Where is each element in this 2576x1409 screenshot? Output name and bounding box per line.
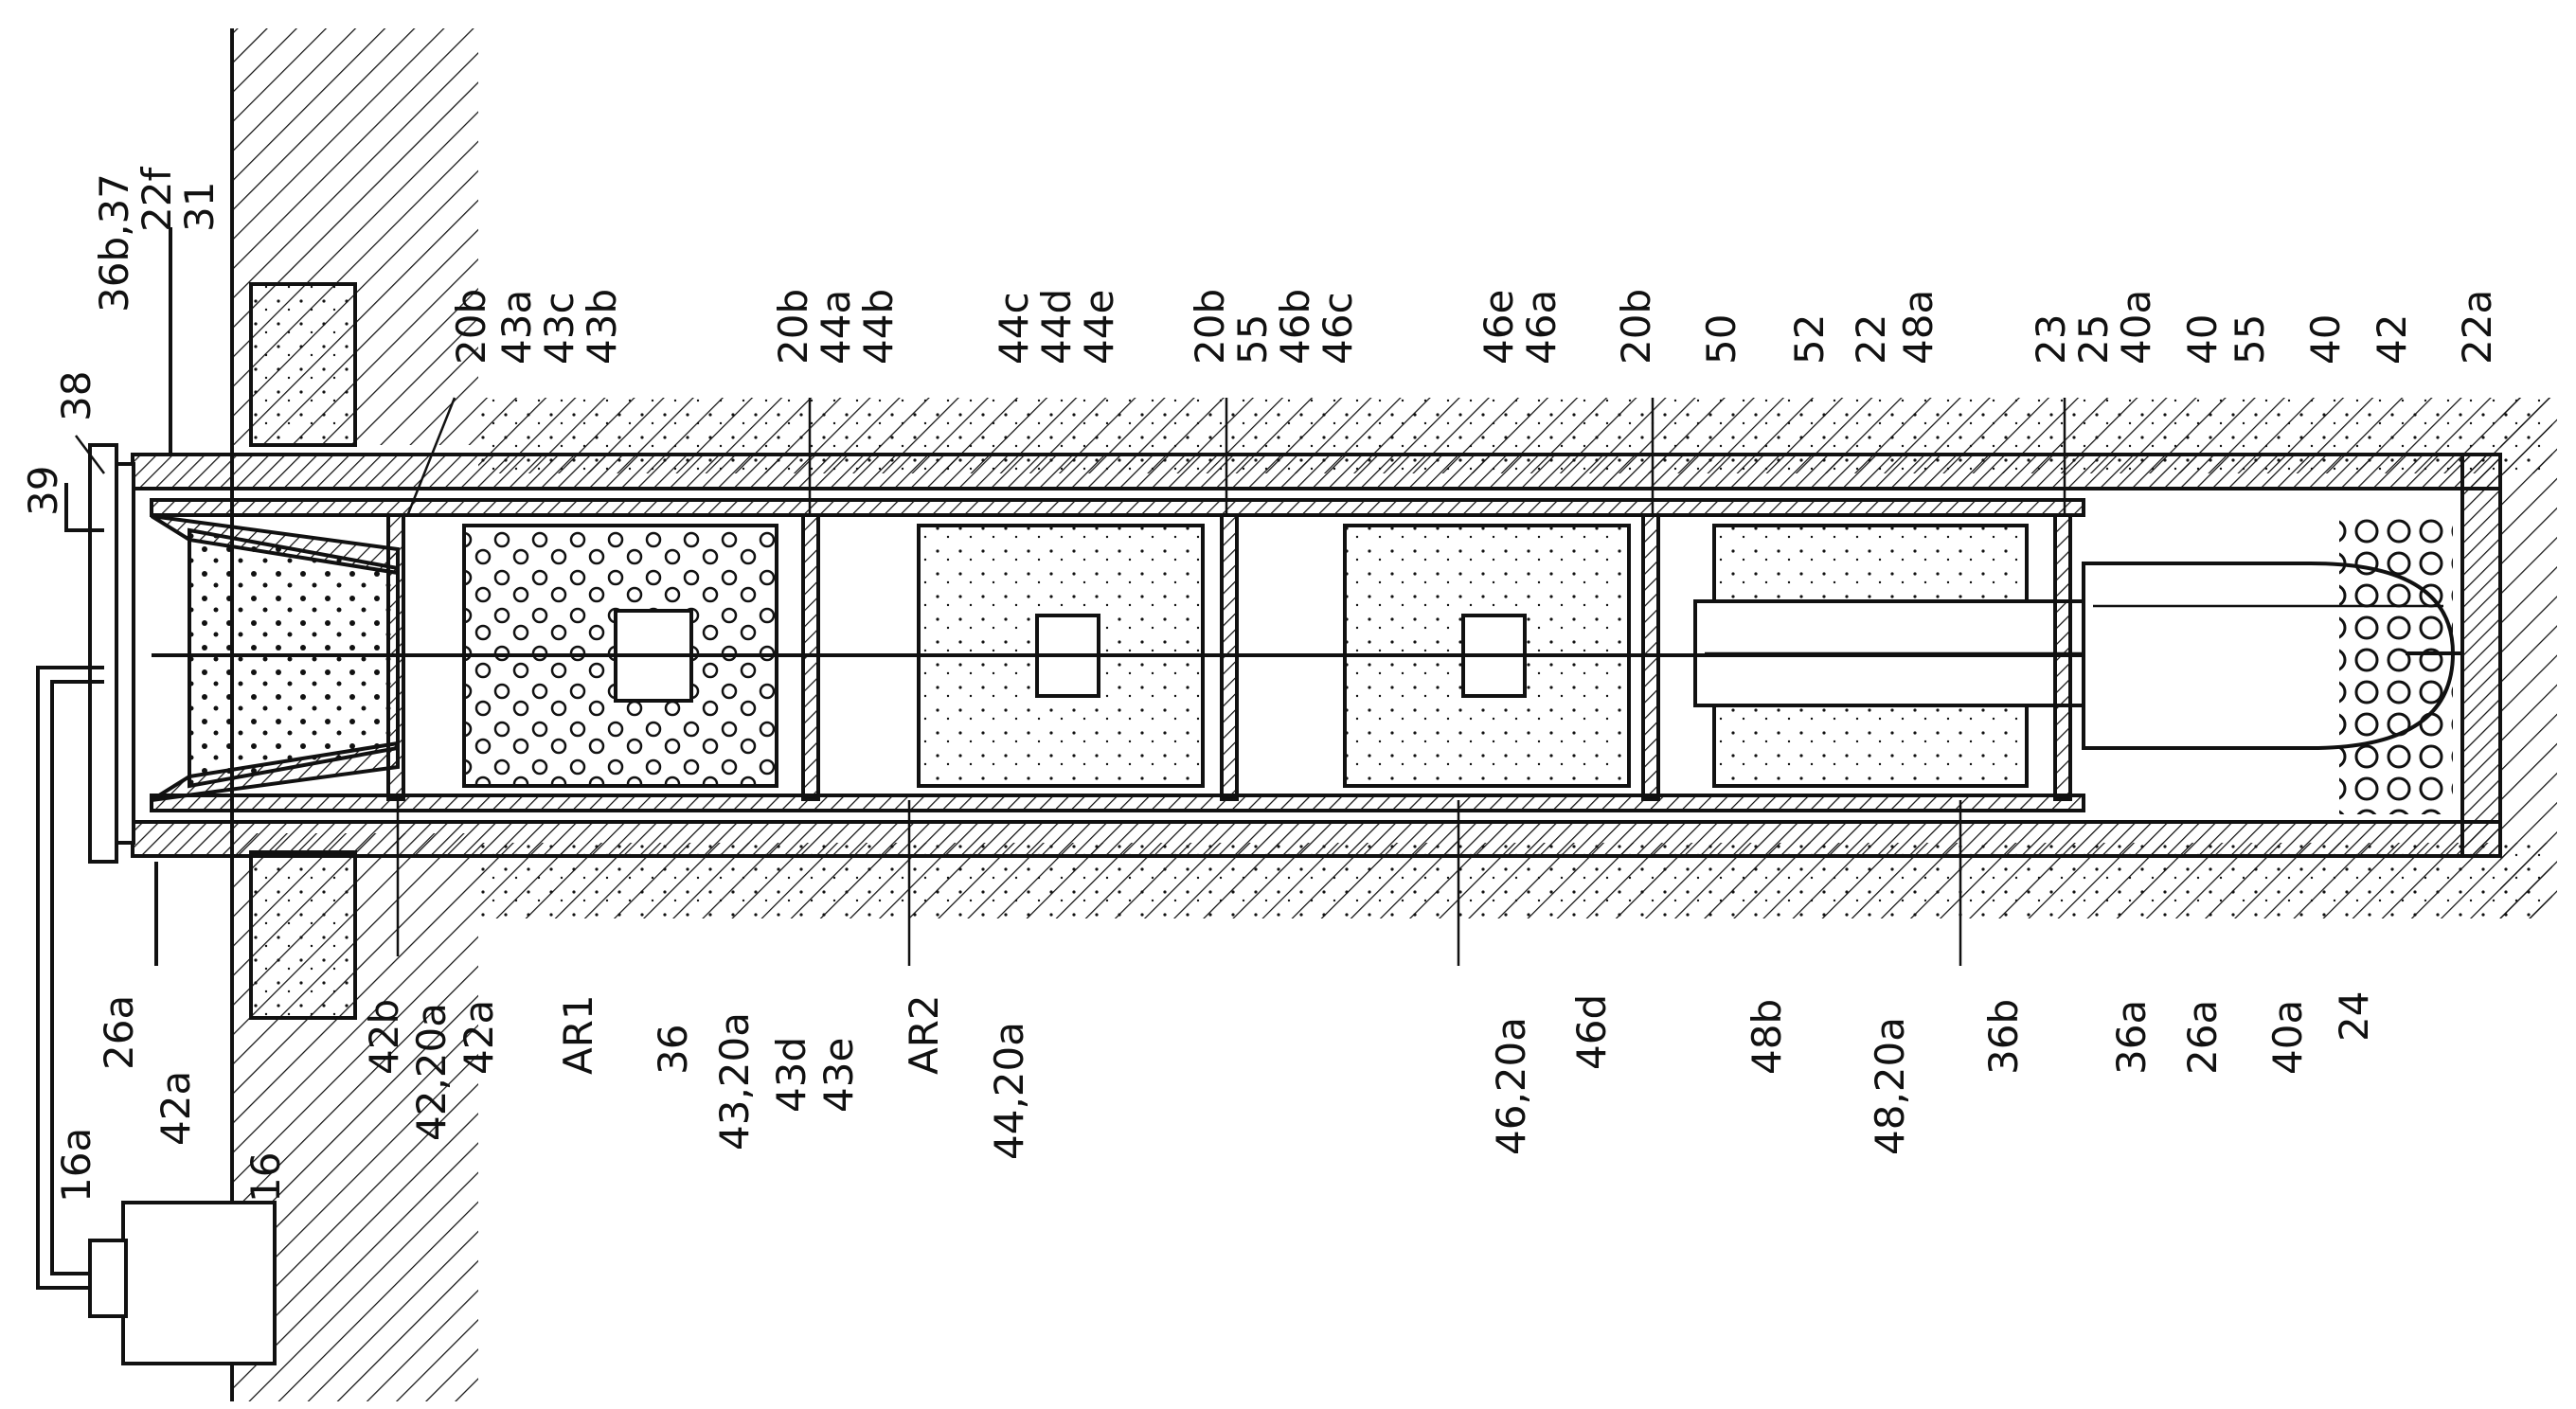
leader-top bbox=[405, 397, 456, 517]
label-AR1: AR1 bbox=[555, 994, 601, 1075]
tank-40 bbox=[2053, 511, 2462, 814]
label-46b: 46b bbox=[1272, 289, 1318, 365]
label-22a: 22a bbox=[2454, 290, 2500, 365]
leader-top bbox=[75, 435, 105, 474]
concrete-collar-bottom bbox=[249, 850, 357, 1020]
pipe-16a bbox=[50, 680, 104, 1275]
label-20b: 20b bbox=[770, 289, 816, 365]
pipe-39 bbox=[64, 483, 104, 532]
label-31: 31 bbox=[176, 182, 223, 232]
label-38: 38 bbox=[53, 371, 99, 421]
label-40: 40 bbox=[2179, 314, 2226, 365]
inner-tube-top bbox=[150, 498, 2085, 517]
packing-22a bbox=[2339, 511, 2453, 814]
casing-bottom-wall bbox=[131, 820, 2502, 858]
label-23: 23 bbox=[2028, 314, 2074, 365]
label-44-20a: 44,20a bbox=[986, 1022, 1032, 1160]
label-40: 40 bbox=[2302, 314, 2349, 365]
label-39: 39 bbox=[20, 466, 66, 516]
label-43d: 43d bbox=[768, 1037, 814, 1113]
label-25: 25 bbox=[2070, 314, 2117, 365]
inner-tube-bottom bbox=[150, 794, 2085, 812]
label-22f: 22f bbox=[134, 167, 180, 232]
casing-top-wall bbox=[131, 453, 2502, 490]
label-43a: 43a bbox=[493, 290, 540, 365]
label-43b: 43b bbox=[579, 289, 625, 365]
label-48b: 48b bbox=[1744, 999, 1790, 1075]
label-26a: 26a bbox=[96, 995, 142, 1070]
label-24: 24 bbox=[2331, 991, 2377, 1042]
label-40a: 40a bbox=[2264, 1000, 2311, 1075]
label-22: 22 bbox=[1848, 314, 1894, 365]
label-44c: 44c bbox=[991, 292, 1037, 365]
label-44a: 44a bbox=[813, 290, 859, 365]
label-46-20a: 46,20a bbox=[1488, 1017, 1534, 1155]
label-20b: 20b bbox=[1613, 289, 1659, 365]
label-50: 50 bbox=[1698, 314, 1744, 365]
label-46c: 46c bbox=[1315, 292, 1361, 365]
label-36b: 36b bbox=[1980, 999, 2027, 1075]
label-16a: 16a bbox=[53, 1128, 99, 1203]
conical-filter bbox=[150, 513, 405, 802]
label-48a: 48a bbox=[1895, 290, 1941, 365]
label-46e: 46e bbox=[1476, 290, 1522, 365]
label-44b: 44b bbox=[855, 289, 902, 365]
label-42a: 42a bbox=[152, 1071, 199, 1146]
label-43c: 43c bbox=[536, 292, 582, 365]
label-AR2: AR2 bbox=[901, 994, 947, 1075]
label-20b: 20b bbox=[448, 289, 494, 365]
label-42a: 42a bbox=[456, 1000, 502, 1075]
label-26a: 26a bbox=[2179, 1000, 2226, 1075]
label-42b: 42b bbox=[361, 999, 407, 1075]
leader-lines bbox=[75, 397, 2066, 966]
pipe-16a-outer bbox=[36, 666, 104, 1290]
label-16: 16 bbox=[242, 1152, 289, 1203]
label-44d: 44d bbox=[1033, 289, 1080, 365]
soil-end bbox=[2500, 398, 2557, 919]
surface-equipment bbox=[36, 227, 277, 1365]
label-46a: 46a bbox=[1518, 290, 1565, 365]
callout-labels-bottom: 16a 26a 42a 16 42b 42,20a 42a AR1 36 43,… bbox=[53, 991, 2377, 1203]
label-55: 55 bbox=[1229, 314, 1276, 365]
label-36: 36 bbox=[650, 1025, 696, 1075]
casing bbox=[88, 443, 2502, 864]
label-40a: 40a bbox=[2113, 290, 2159, 365]
callout-labels-top: 36b,37 22f 31 38 39 20b 43a 43c 43b 20b … bbox=[20, 167, 2500, 516]
label-42-20a: 42,20a bbox=[408, 1003, 455, 1141]
label-46d: 46d bbox=[1568, 994, 1615, 1070]
unit-16-neck bbox=[88, 1239, 128, 1318]
unit-16 bbox=[121, 1201, 277, 1365]
label-52: 52 bbox=[1786, 314, 1833, 365]
concrete-collar-top bbox=[249, 282, 357, 447]
label-36a: 36a bbox=[2108, 1000, 2155, 1075]
label-43-20a: 43,20a bbox=[711, 1012, 758, 1150]
label-44e: 44e bbox=[1076, 290, 1122, 365]
label-36b-37: 36b,37 bbox=[91, 173, 137, 312]
head-flange bbox=[88, 443, 118, 864]
label-55: 55 bbox=[2227, 314, 2273, 365]
label-48-20a: 48,20a bbox=[1867, 1017, 1913, 1155]
casing-end-wall bbox=[2460, 453, 2502, 858]
label-20b: 20b bbox=[1187, 289, 1233, 365]
label-42: 42 bbox=[2369, 314, 2415, 365]
label-43e: 43e bbox=[815, 1038, 862, 1113]
